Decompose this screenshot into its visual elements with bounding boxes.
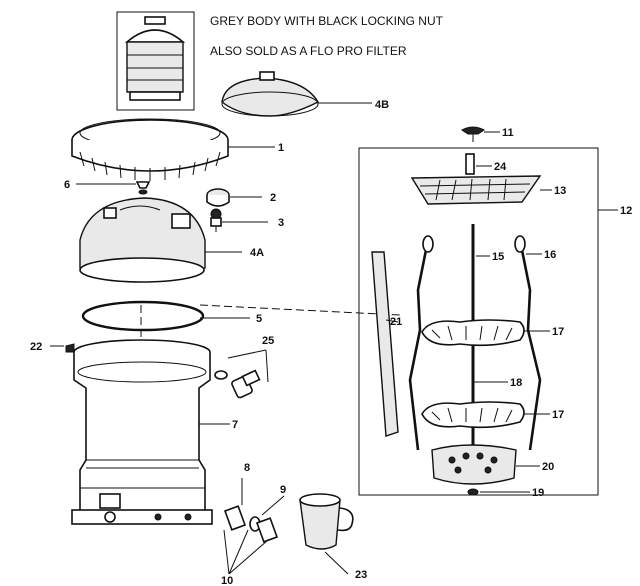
callout-9: 9 xyxy=(280,484,286,496)
callout-23: 23 xyxy=(355,569,367,581)
callout-25: 25 xyxy=(262,335,274,347)
part-4b-dome-lid xyxy=(221,71,319,117)
part-4a-filter-lid xyxy=(79,197,206,283)
part-21-cartridge-element xyxy=(371,251,399,437)
callout-18: 18 xyxy=(510,377,522,389)
leader-23 xyxy=(324,551,349,575)
callout-17-lower: 17 xyxy=(552,409,564,421)
leader-25 xyxy=(227,349,269,383)
part-25-drain-plug xyxy=(214,369,261,399)
note-grey-body: GREY BODY WITH BLACK LOCKING NUT xyxy=(210,14,443,28)
callout-12: 12 xyxy=(620,205,632,217)
callout-16: 16 xyxy=(544,249,556,261)
callout-21: 21 xyxy=(390,316,402,328)
part-7-tank-body xyxy=(71,339,213,525)
part-17-upper-spacer xyxy=(421,319,525,347)
part-11-wing-nut xyxy=(461,126,485,142)
part-24-tie-rod-cap xyxy=(465,153,475,175)
part-3-relief-valve xyxy=(210,208,222,232)
callout-4b: 4B xyxy=(375,99,389,111)
part-5-o-ring xyxy=(81,300,205,332)
callout-8: 8 xyxy=(244,462,250,474)
part-8-union xyxy=(223,505,247,531)
callout-10: 10 xyxy=(221,575,233,586)
cartridge-assembly-frame xyxy=(358,147,599,496)
callout-13: 13 xyxy=(554,185,566,197)
leader-21 xyxy=(385,319,399,323)
callout-4a: 4A xyxy=(250,247,264,259)
part-22-clip xyxy=(65,343,75,353)
callout-6: 6 xyxy=(64,179,70,191)
part-13-top-manifold xyxy=(410,175,542,205)
part-20-bottom-manifold xyxy=(431,444,517,485)
callout-19: 19 xyxy=(532,487,544,499)
part-6-air-relief xyxy=(135,181,151,195)
callout-24: 24 xyxy=(494,161,507,173)
callout-17-upper: 17 xyxy=(552,326,564,338)
leader-9 xyxy=(261,495,285,516)
callout-7: 7 xyxy=(232,419,238,431)
callout-2: 2 xyxy=(270,192,276,204)
part-19-bottom-plug xyxy=(467,488,479,496)
part-10-union-nut xyxy=(255,517,279,543)
leader-10 xyxy=(223,529,269,575)
callout-20: 20 xyxy=(542,461,554,473)
thumbnail-assembled-filter xyxy=(116,11,195,111)
part-16-side-supports xyxy=(408,235,542,451)
callout-11: 11 xyxy=(502,127,514,139)
callout-15: 15 xyxy=(492,251,504,263)
part-1-locking-ring xyxy=(71,118,229,181)
part-23-measuring-cup xyxy=(299,493,354,550)
part-2-pressure-gauge xyxy=(206,188,230,207)
callout-22: 22 xyxy=(30,341,42,353)
callout-5: 5 xyxy=(256,313,262,325)
callout-1: 1 xyxy=(278,142,284,154)
callout-3: 3 xyxy=(278,217,284,229)
part-17-lower-spacer xyxy=(421,401,525,429)
centerline-dashed xyxy=(199,304,401,316)
note-flo-pro: ALSO SOLD AS A FLO PRO FILTER xyxy=(210,44,407,58)
